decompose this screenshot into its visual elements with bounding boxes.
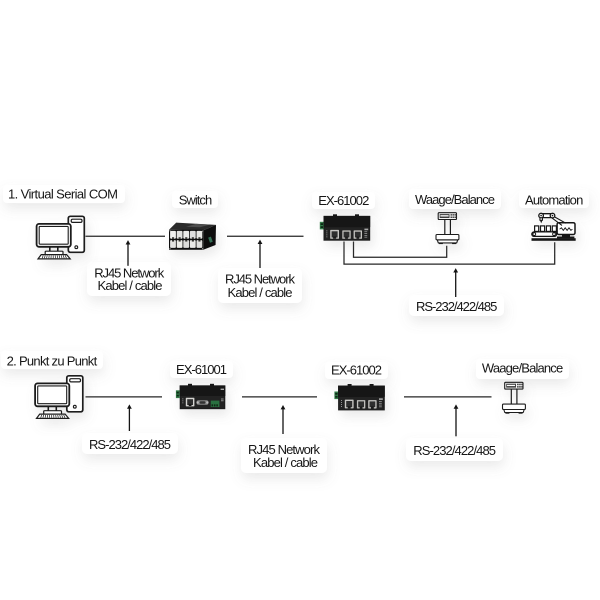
svg-text:RS-232/422/485: RS-232/422/485	[89, 437, 171, 452]
svg-text:RS-232/422/485: RS-232/422/485	[416, 299, 497, 314]
svg-text:Waage/Balance: Waage/Balance	[415, 192, 495, 207]
svg-text:EX-61001: EX-61001	[176, 362, 227, 377]
svg-text:Waage/Balance: Waage/Balance	[482, 361, 563, 376]
svg-text:EX-61002: EX-61002	[318, 193, 369, 208]
svg-text:RS-232/422/485: RS-232/422/485	[413, 443, 496, 458]
svg-text:Switch: Switch	[179, 192, 213, 207]
svg-text:RJ45 Network: RJ45 Network	[94, 266, 165, 281]
svg-text:Automation: Automation	[525, 192, 583, 207]
svg-text:1. Virtual Serial COM: 1. Virtual Serial COM	[8, 187, 118, 202]
svg-text:Kabel / cable: Kabel / cable	[228, 285, 293, 300]
svg-text:RJ45 Network: RJ45 Network	[248, 442, 321, 457]
svg-text:Kabel / cable: Kabel / cable	[253, 455, 318, 470]
svg-text:2. Punkt zu Punkt: 2. Punkt zu Punkt	[7, 354, 98, 369]
svg-text:EX-61002: EX-61002	[331, 363, 382, 378]
svg-text:Kabel / cable: Kabel / cable	[98, 278, 163, 293]
svg-text:RJ45 Network: RJ45 Network	[225, 272, 296, 287]
